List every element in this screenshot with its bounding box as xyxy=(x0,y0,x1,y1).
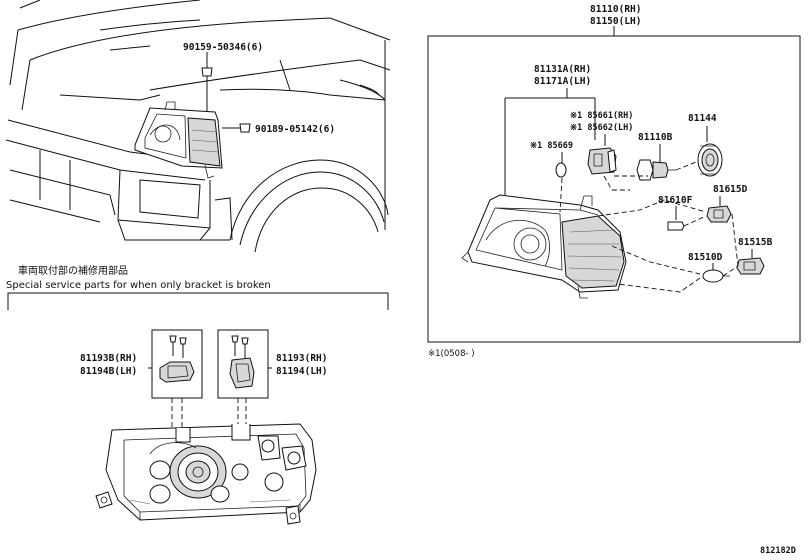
bracket-right-lh-label: 81194(LH) xyxy=(276,366,327,377)
bulb-turn-label: 81510D xyxy=(688,252,723,263)
assy-rh-label: 81110(RH) xyxy=(590,4,641,15)
bracket-left-lh-label: 81194B(LH) xyxy=(80,366,137,377)
bracket-right-rh-label: 81193(RH) xyxy=(276,353,327,364)
lens-lh-label: 81171A(LH) xyxy=(534,76,591,87)
service-title-jp: 車両取付部の補修用部品 xyxy=(18,264,128,277)
service-parts-illustration xyxy=(95,329,317,525)
socket-turn-label: 81515B xyxy=(738,237,773,248)
headlamp-assembly-box xyxy=(427,26,801,343)
vehicle-front-illustration xyxy=(5,0,391,253)
diagram-id: 812182D xyxy=(760,546,796,556)
headlamp-exploded-parts xyxy=(461,126,765,299)
socket-side-label: 81615D xyxy=(713,184,748,195)
bolt-lower-label: 90189-05142(6) xyxy=(255,124,335,135)
service-title-en: Special service parts for when only brac… xyxy=(6,280,271,291)
bulb-side-label: 81610F xyxy=(658,195,693,206)
socket-lh-label: ※1 85662(LH) xyxy=(570,123,633,133)
footnote: ※1(0508- ) xyxy=(428,349,475,359)
assy-lh-label: 81150(LH) xyxy=(590,16,641,27)
bulb-main-label: 81110B xyxy=(638,132,673,143)
socket-cover-label: ※1 85669 xyxy=(530,141,573,151)
socket-rh-label: ※1 85661(RH) xyxy=(570,111,633,121)
bulb-cap-label: 81144 xyxy=(688,113,717,124)
service-bracket-frame xyxy=(7,292,389,310)
bracket-left-rh-label: 81193B(RH) xyxy=(80,353,137,364)
lens-rh-label: 81131A(RH) xyxy=(534,64,591,75)
bolt-upper-label: 90159-50346(6) xyxy=(183,42,263,53)
